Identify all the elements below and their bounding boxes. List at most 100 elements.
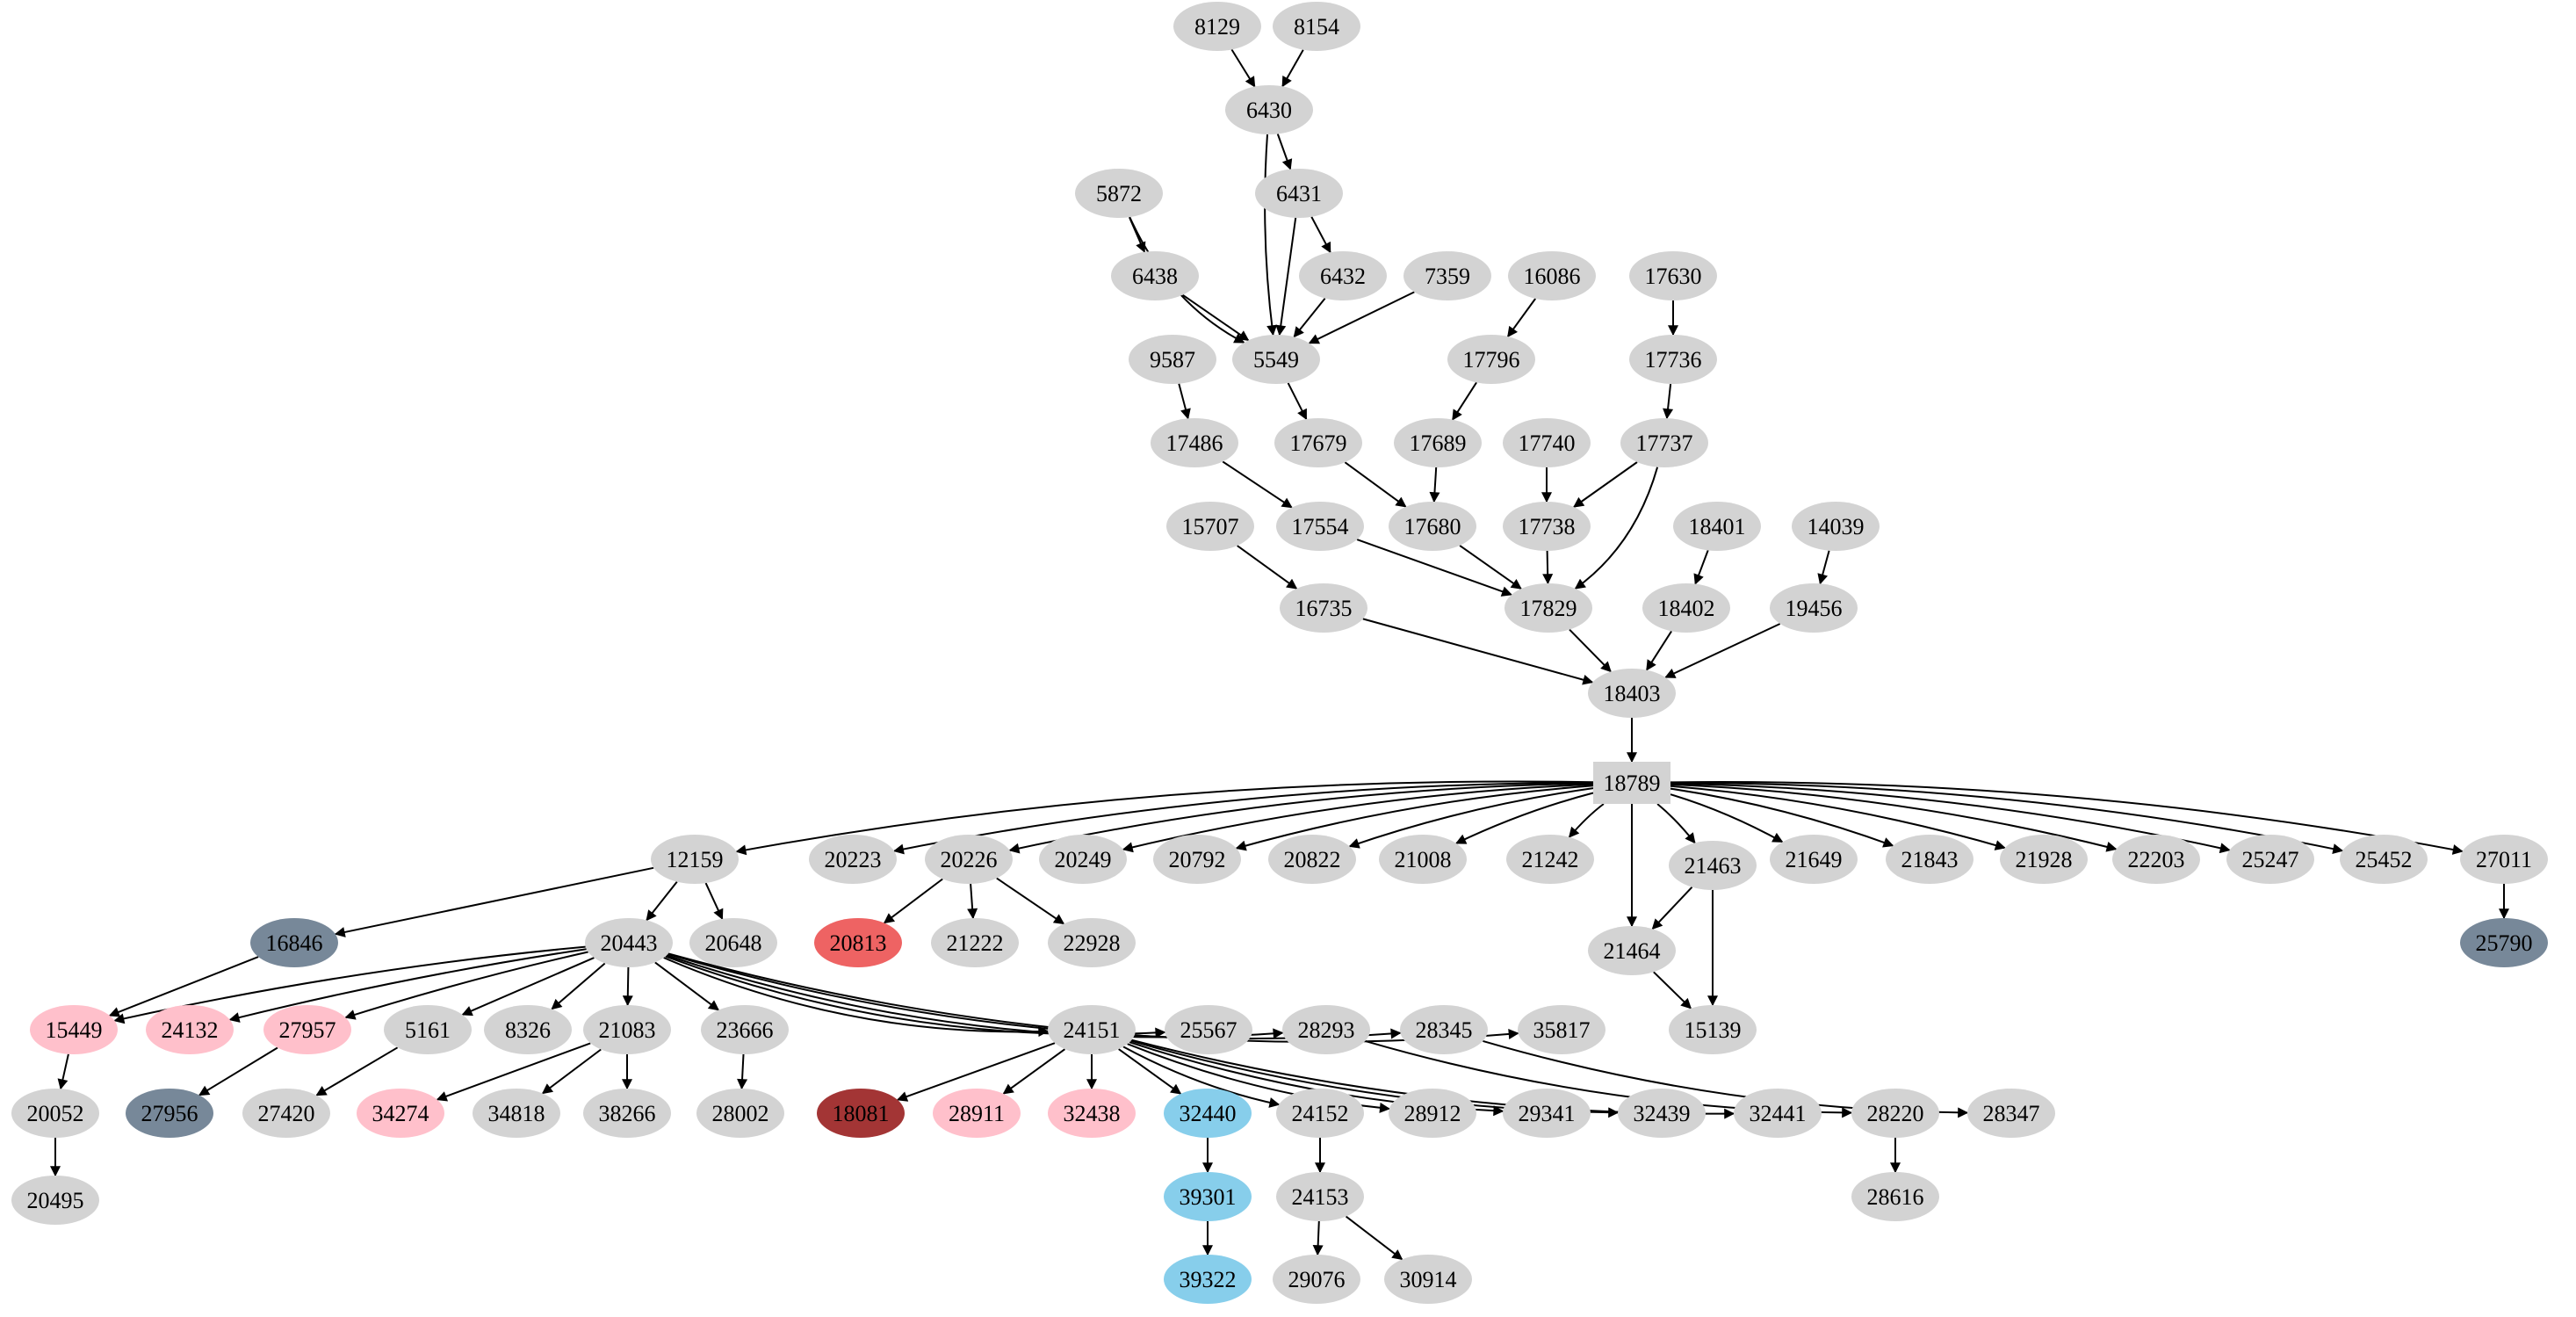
graph-edge-12159-20648 — [704, 882, 724, 920]
node-label: 16846 — [266, 930, 323, 956]
node-label: 27956 — [141, 1101, 198, 1126]
node-label: 20223 — [825, 847, 882, 872]
node-shape — [696, 1089, 784, 1138]
node-shape — [1384, 1255, 1472, 1304]
node-shape — [1164, 1255, 1252, 1304]
node-shape — [1280, 583, 1367, 633]
node-shape — [1618, 1089, 1706, 1138]
graph-edge-5161-27420 — [315, 1046, 399, 1096]
node-shape — [1669, 841, 1757, 890]
node-label: 23666 — [717, 1017, 774, 1043]
node-label: 24153 — [1292, 1184, 1349, 1210]
node-label: 20443 — [601, 930, 658, 956]
graph-node-21083: 21083 — [583, 1005, 671, 1054]
graph-node-23666: 23666 — [701, 1005, 789, 1054]
node-label: 35817 — [1533, 1017, 1591, 1043]
graph-edge-24151-28911 — [1002, 1048, 1065, 1095]
node-shape — [1232, 335, 1320, 384]
node-label: 20813 — [830, 930, 887, 956]
node-label: 19456 — [1786, 596, 1843, 621]
node-label: 27957 — [279, 1017, 336, 1043]
node-label: 18081 — [833, 1101, 890, 1126]
node-label: 34818 — [488, 1101, 545, 1126]
node-shape — [1503, 418, 1591, 467]
graph-node-27420: 27420 — [242, 1089, 330, 1138]
node-shape — [250, 918, 338, 967]
node-label: 21928 — [2016, 847, 2073, 872]
node-shape — [1851, 1172, 1939, 1221]
graph-node-28345: 28345 — [1400, 1005, 1488, 1054]
node-label: 32440 — [1180, 1101, 1237, 1126]
node-label: 9587 — [1150, 347, 1195, 373]
node-shape — [1274, 418, 1362, 467]
node-label: 28345 — [1416, 1017, 1473, 1043]
graph-node-34818: 34818 — [473, 1089, 560, 1138]
graph-edge-17554-17829 — [1356, 539, 1513, 597]
node-shape — [1153, 835, 1241, 884]
graph-node-32438: 32438 — [1048, 1089, 1136, 1138]
node-label: 29341 — [1519, 1101, 1576, 1126]
graph-edge-17679-17680 — [1344, 461, 1407, 508]
graph-node-6431: 6431 — [1255, 169, 1343, 218]
node-label: 25567 — [1180, 1017, 1237, 1043]
node-shape — [1447, 335, 1535, 384]
graph-node-6432: 6432 — [1299, 251, 1387, 300]
node-shape — [1620, 418, 1708, 467]
graph-edge-20443-5161 — [461, 957, 595, 1017]
node-label: 6438 — [1132, 264, 1178, 289]
node-shape — [1165, 1005, 1252, 1054]
node-shape — [1379, 835, 1467, 884]
graph-edge-18401-18402 — [1693, 550, 1709, 585]
graph-edge-20443-21083 — [622, 966, 633, 1007]
graph-edge-17796-17689 — [1452, 381, 1477, 421]
node-label: 8154 — [1294, 14, 1339, 40]
node-shape — [1276, 1089, 1364, 1138]
graph-edge-6432-5549 — [1293, 297, 1326, 338]
graph-edge-21464-15139 — [1653, 971, 1692, 1009]
node-shape — [1164, 1172, 1252, 1221]
node-shape — [1629, 251, 1717, 300]
graph-node-17689: 17689 — [1394, 418, 1482, 467]
graph-edge-18789-21928 — [1670, 785, 2006, 850]
node-label: 20249 — [1055, 847, 1112, 872]
node-label: 28911 — [949, 1101, 1005, 1126]
graph-node-20813: 20813 — [814, 918, 902, 967]
graph-node-9587: 9587 — [1129, 335, 1216, 384]
graph-edge-23666-28002 — [737, 1053, 748, 1090]
node-shape — [1792, 502, 1880, 551]
graph-edge-24151-32440 — [1118, 1048, 1182, 1095]
graph-node-17829: 17829 — [1504, 583, 1592, 633]
node-label: 28293 — [1298, 1017, 1355, 1043]
node-label: 25452 — [2356, 847, 2413, 872]
node-shape — [1273, 1255, 1360, 1304]
node-label: 15707 — [1182, 514, 1239, 539]
node-shape — [1588, 926, 1676, 975]
node-shape — [242, 1089, 330, 1138]
node-label: 17680 — [1404, 514, 1461, 539]
node-label: 21843 — [1901, 847, 1959, 872]
graph-edge-8129-6430 — [1230, 48, 1256, 88]
graph-edge-17680-17829 — [1459, 545, 1522, 590]
graph-edge-20443-24132 — [228, 948, 587, 1023]
graph-node-21463: 21463 — [1669, 841, 1757, 890]
node-shape — [384, 1005, 472, 1054]
node-shape — [1389, 1089, 1476, 1138]
node-label: 24151 — [1064, 1017, 1121, 1043]
graph-node-17554: 17554 — [1276, 502, 1364, 551]
node-shape — [1400, 1005, 1488, 1054]
graph-node-25567: 25567 — [1165, 1005, 1252, 1054]
node-label: 17796 — [1463, 347, 1520, 373]
graph-node-16086: 16086 — [1508, 251, 1596, 300]
node-label: 22928 — [1064, 930, 1121, 956]
graph-node-20052: 20052 — [11, 1089, 99, 1138]
node-label: 17630 — [1645, 264, 1702, 289]
node-shape — [146, 1005, 234, 1054]
node-shape — [1669, 1005, 1757, 1054]
node-shape — [2000, 835, 2088, 884]
node-shape — [1282, 1005, 1370, 1054]
graph-node-24132: 24132 — [146, 1005, 234, 1054]
node-label: 32439 — [1634, 1101, 1691, 1126]
graph-node-7359: 7359 — [1403, 251, 1491, 300]
node-label: 17737 — [1636, 431, 1693, 456]
graph-node-6430: 6430 — [1225, 85, 1313, 134]
